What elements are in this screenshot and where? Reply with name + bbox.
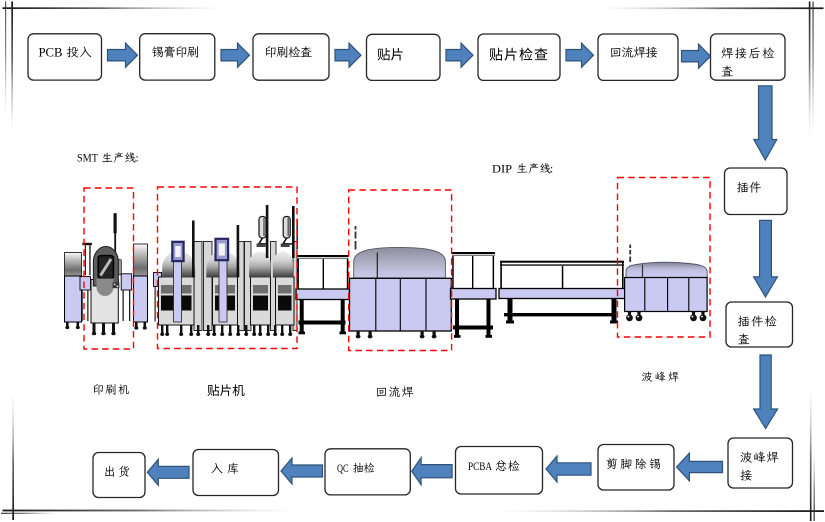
svg-text:PCB: PCB [39, 44, 63, 59]
svg-text::: : [136, 153, 139, 165]
svg-text::: : [550, 163, 553, 175]
svg-text:QC: QC [337, 461, 349, 475]
svg-text:PCBA: PCBA [468, 459, 492, 473]
svg-text:SMT: SMT [77, 153, 98, 165]
svg-text:DIP: DIP [492, 163, 512, 175]
